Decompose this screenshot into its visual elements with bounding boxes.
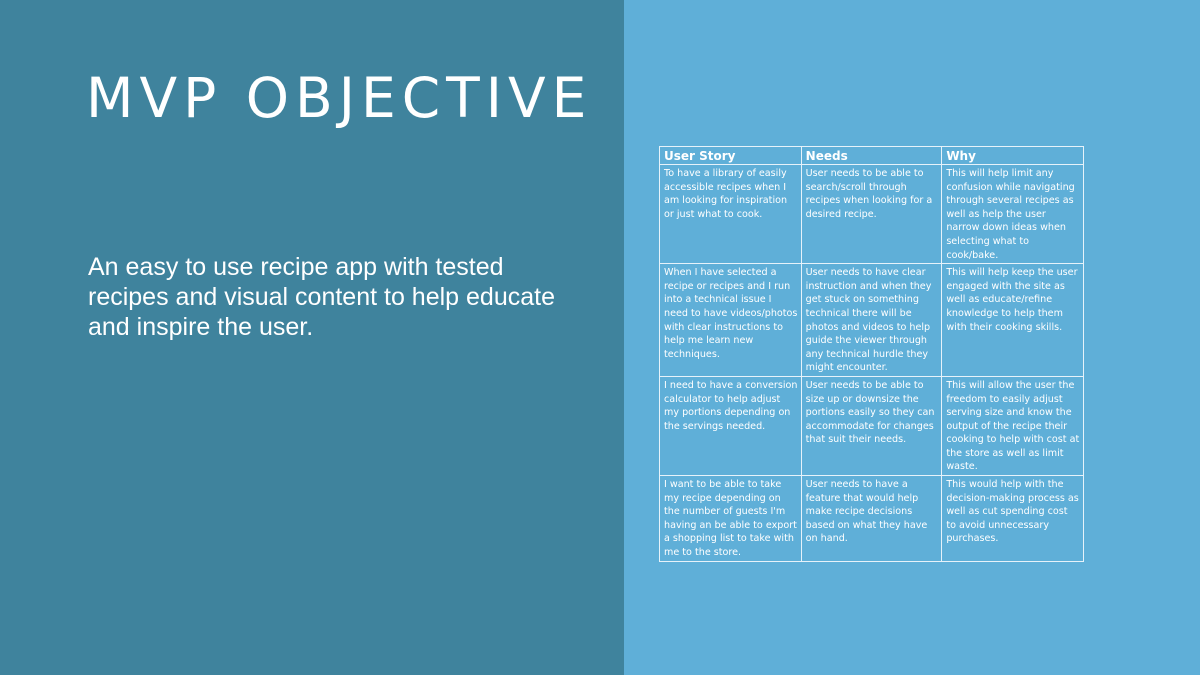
table-row: I want to be able to take my recipe depe… xyxy=(659,475,1084,562)
header-needs: Needs xyxy=(800,146,943,165)
cell-user-story: I want to be able to take my recipe depe… xyxy=(659,475,802,562)
cell-needs: User needs to be able to search/scroll t… xyxy=(800,163,943,265)
cell-user-story: I need to have a conversion calculator t… xyxy=(659,375,802,477)
slide-subtitle: An easy to use recipe app with tested re… xyxy=(88,253,555,341)
slide-title: MVP OBJECTIVE xyxy=(86,66,593,130)
table-row: I need to have a conversion calculator t… xyxy=(659,375,1084,477)
table-row: When I have selected a recipe or recipes… xyxy=(659,263,1084,377)
header-user-story: User Story xyxy=(659,146,802,165)
cell-needs: User needs to have clear instruction and… xyxy=(800,263,943,377)
cell-why: This would help with the decision-making… xyxy=(941,475,1084,562)
cell-user-story: When I have selected a recipe or recipes… xyxy=(659,263,802,377)
cell-why: This will help limit any confusion while… xyxy=(941,163,1084,265)
cell-why: This will help keep the user engaged wit… xyxy=(941,263,1084,377)
table-header-row: User Story Needs Why xyxy=(659,146,1084,165)
user-story-table: User Story Needs Why To have a library o… xyxy=(659,146,1084,562)
header-why: Why xyxy=(941,146,1084,165)
cell-why: This will allow the user the freedom to … xyxy=(941,375,1084,477)
left-panel: MVP OBJECTIVE An easy to use recipe app … xyxy=(0,0,624,675)
cell-needs: User needs to be able to size up or down… xyxy=(800,375,943,477)
table-row: To have a library of easily accessible r… xyxy=(659,163,1084,265)
cell-needs: User needs to have a feature that would … xyxy=(800,475,943,562)
cell-user-story: To have a library of easily accessible r… xyxy=(659,163,802,265)
